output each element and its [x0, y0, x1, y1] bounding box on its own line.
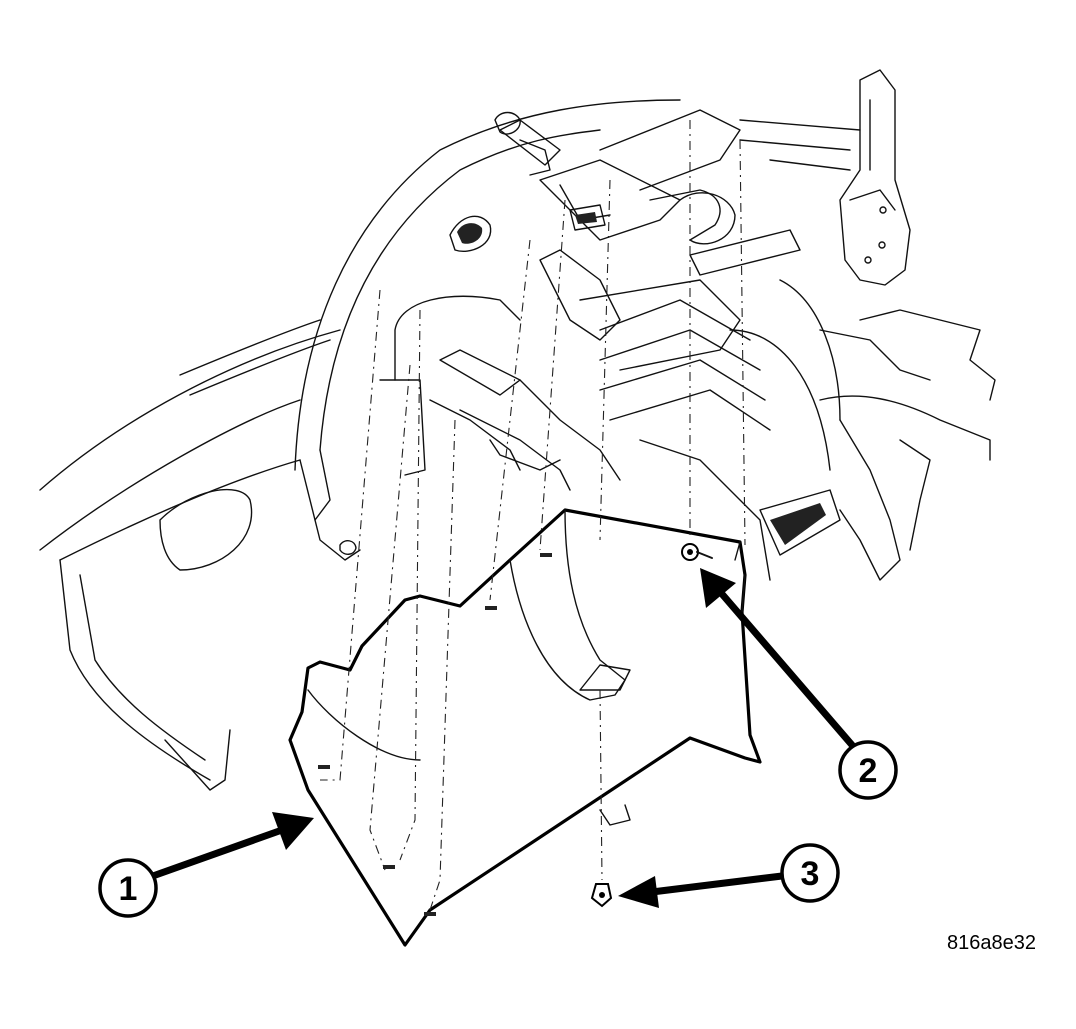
fastener-2-icon	[681, 543, 713, 561]
dash-housing	[294, 99, 681, 561]
alignment-lines	[320, 120, 746, 911]
figure-id: 816a8e32	[947, 932, 1036, 954]
callout-3-label: 3	[801, 855, 820, 893]
callout-3: 3	[618, 843, 840, 908]
callout-1: 1	[98, 812, 314, 918]
upper-right-bracket	[739, 69, 911, 286]
callout-2: 2	[700, 568, 898, 800]
right-floor-structure	[639, 279, 996, 581]
lower-trim-panel	[288, 508, 762, 947]
callout-1-label: 1	[119, 870, 138, 908]
instrument-panel-left	[39, 319, 341, 791]
callout-2-label: 2	[859, 752, 878, 790]
steering-column-assembly	[429, 109, 801, 491]
fastener-3-icon	[590, 883, 613, 908]
